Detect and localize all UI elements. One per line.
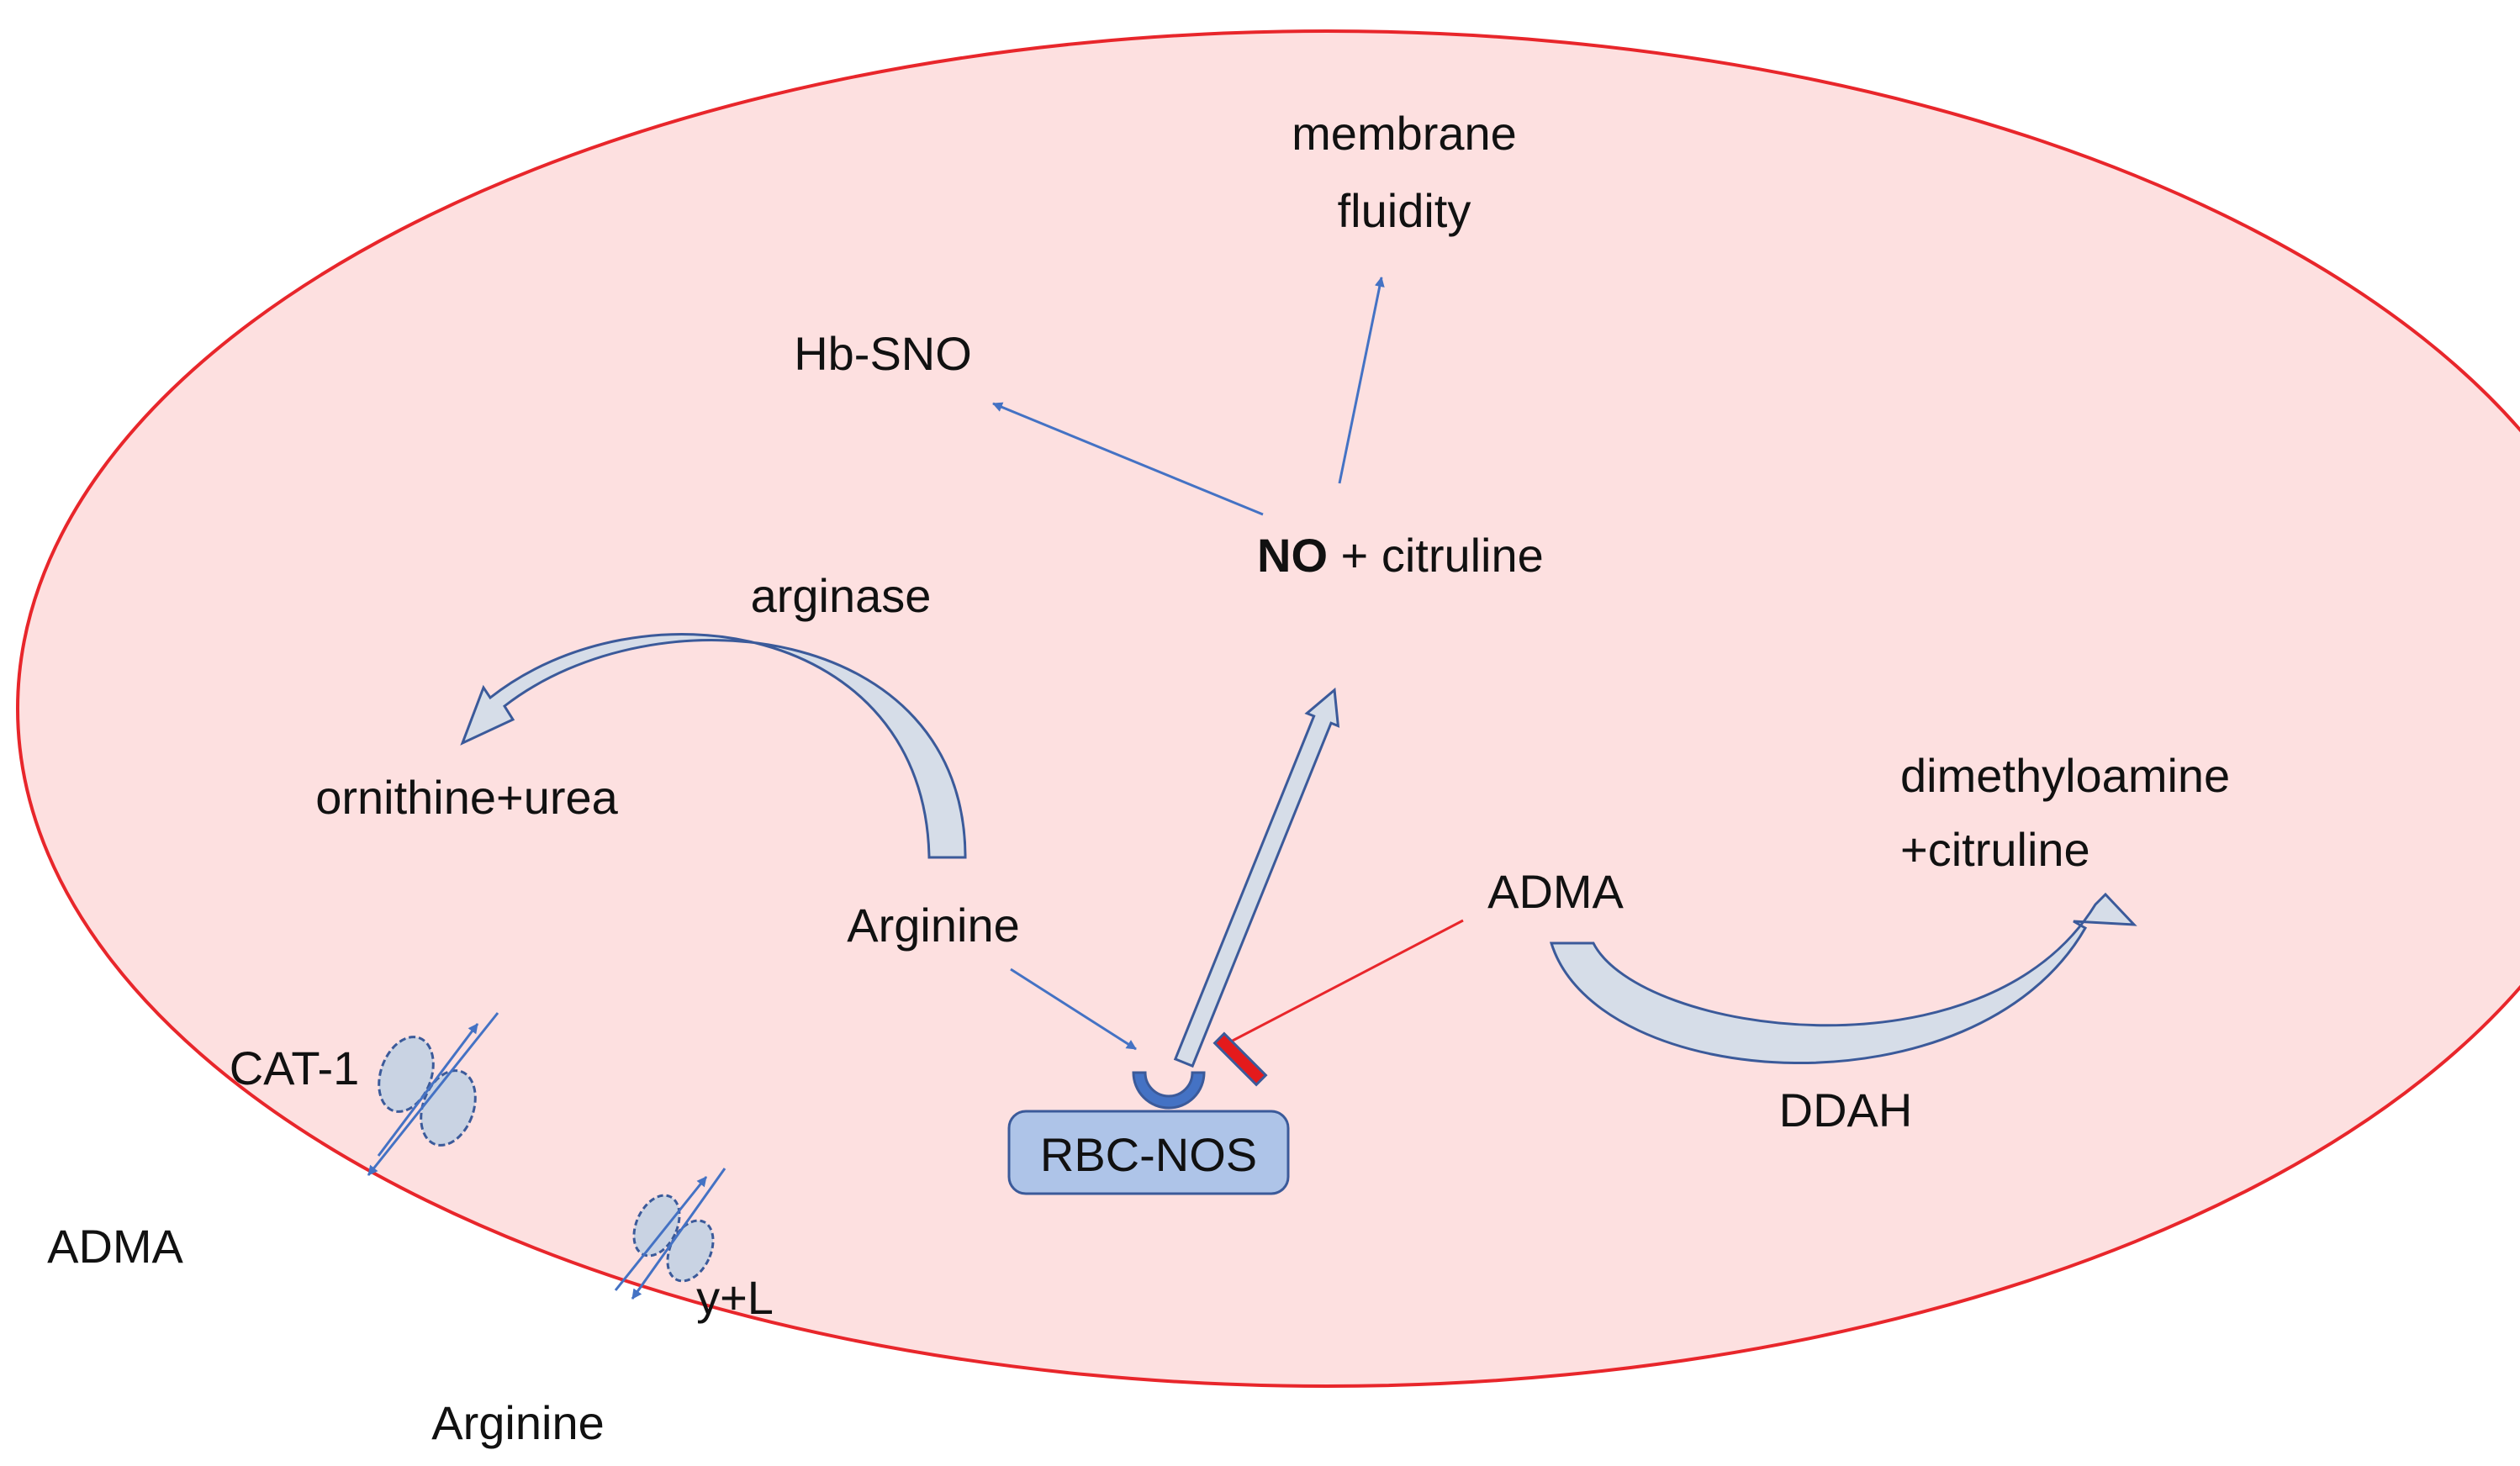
membrane-fluidity-label-line2: fluidity — [1338, 184, 1471, 237]
arginase-label: arginase — [751, 569, 932, 622]
ornithine-urea-label: ornithine+urea — [315, 771, 618, 824]
nos-binding-site-icon — [1132, 1071, 1206, 1110]
adma-inhibition-line — [1228, 919, 1464, 1044]
ddah-label: DDAH — [1779, 1084, 1913, 1136]
ddah-curved-arrow — [1549, 892, 2137, 1064]
rbc-nos-box — [1007, 1110, 1290, 1195]
ylplus-transporter-icon — [614, 1168, 726, 1300]
cat1-transporter-icon — [367, 1012, 499, 1176]
block-arrow-nos-to-no — [1173, 687, 1340, 1068]
no-label: NO — [1257, 529, 1328, 582]
dimethylamine-label-line1: dimethyloamine — [1900, 749, 2230, 802]
arginine-outside-label: Arginine — [431, 1396, 604, 1449]
adma-inside-label: ADMA — [1487, 865, 1624, 918]
adma-outside-label: ADMA — [47, 1220, 183, 1273]
ylplus-label: y+L — [696, 1271, 774, 1324]
arginase-curved-arrow — [460, 633, 967, 859]
arrow-arginine-to-rbc-nos — [1010, 968, 1137, 1051]
arrow-no-to-membrane-fluidity — [1338, 277, 1385, 484]
rbc-nos-label: RBC-NOS — [1040, 1128, 1257, 1181]
inhibition-bar — [1212, 1031, 1268, 1087]
cat1-label: CAT-1 — [230, 1041, 360, 1094]
no-citruline-label: NO + citruline — [1257, 529, 1544, 582]
dimethylamine-label-line2: +citruline — [1900, 823, 2090, 876]
arginine-inside-label: Arginine — [847, 899, 1019, 952]
membrane-fluidity-label-line1: membrane — [1292, 107, 1517, 160]
citruline-product-label: + citruline — [1328, 529, 1544, 582]
arrow-no-to-hb-sno — [992, 402, 1264, 516]
hb-sno-label: Hb-SNO — [794, 327, 972, 380]
